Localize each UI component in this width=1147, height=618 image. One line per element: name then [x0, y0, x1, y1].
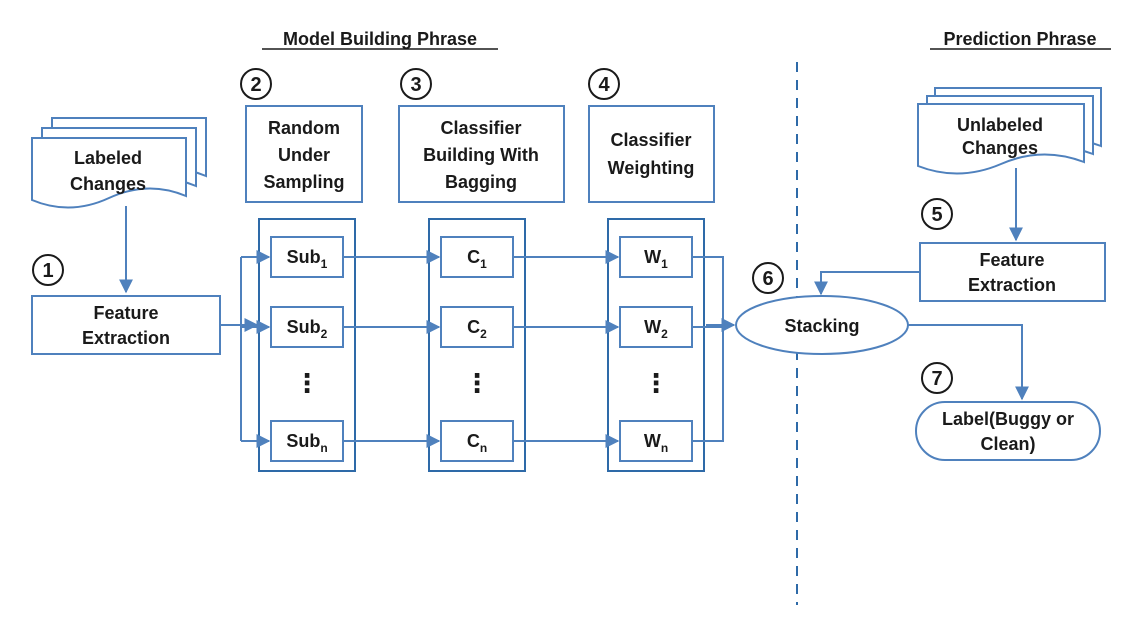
sub-box-2: Sub2 — [270, 306, 344, 348]
step-6-number: 6 — [762, 268, 773, 290]
sub-2-subscript: 2 — [321, 327, 328, 341]
w-n-base: W — [644, 431, 661, 451]
svg-text:Cn: Cn — [467, 431, 487, 455]
cw-line1: Classifier — [610, 130, 691, 150]
rus-line1: Random — [268, 118, 340, 138]
edge-merge-trunk — [692, 256, 724, 442]
step-5-marker: 5 — [921, 198, 953, 230]
step-1-number: 1 — [42, 260, 53, 282]
c-n-base: C — [467, 431, 480, 451]
rus-line2: Under — [278, 145, 330, 165]
output-label-line1: Label(Buggy or — [942, 409, 1074, 429]
fe-left-line1: Feature — [93, 303, 158, 323]
sub-2-base: Sub — [287, 317, 321, 337]
sub-1-subscript: 1 — [321, 257, 328, 271]
sub-n-base: Sub — [286, 431, 320, 451]
unlabeled-changes-docs: Unlabeled Changes — [917, 87, 1102, 175]
sub-n-subscript: n — [320, 441, 327, 455]
c-n-subscript: n — [480, 441, 487, 455]
weight-box-n: Wn — [619, 420, 693, 462]
w-1-base: W — [644, 247, 661, 267]
step-2-marker: 2 — [240, 68, 272, 100]
step-6-marker: 6 — [752, 262, 784, 294]
edge-fe-to-stacking — [814, 271, 920, 296]
svg-text:Wn: Wn — [644, 431, 668, 455]
step-4-number: 4 — [598, 74, 610, 96]
svg-text:W1: W1 — [644, 247, 668, 271]
prediction-header: Prediction Phrase — [943, 29, 1096, 49]
labeled-changes-line1: Labeled — [74, 148, 142, 168]
svg-text:Sub2: Sub2 — [287, 317, 328, 341]
step-7-marker: 7 — [921, 362, 953, 394]
output-label-node: Label(Buggy or Clean) — [915, 401, 1101, 461]
w-n-subscript: n — [661, 441, 668, 455]
w-2-subscript: 2 — [661, 327, 668, 341]
fe-left-line2: Extraction — [82, 328, 170, 348]
svg-text:C2: C2 — [467, 317, 487, 341]
weight-ellipsis: ⋮ — [643, 368, 669, 398]
sub-box-1: Sub1 — [270, 236, 344, 278]
svg-text:C1: C1 — [467, 247, 487, 271]
cw-line2: Weighting — [608, 158, 695, 178]
sub-group — [258, 218, 356, 472]
cb-line3: Bagging — [445, 172, 517, 192]
sub-ellipsis: ⋮ — [294, 368, 320, 398]
c-2-subscript: 2 — [480, 327, 487, 341]
c-1-subscript: 1 — [480, 257, 487, 271]
c-1-base: C — [467, 247, 480, 267]
unlabeled-changes-line1: Unlabeled — [957, 115, 1043, 135]
svg-text:Sub1: Sub1 — [287, 247, 328, 271]
unlabeled-changes-line2: Changes — [962, 138, 1038, 158]
fe-right-line2: Extraction — [968, 275, 1056, 295]
sub-box-n: Subn — [270, 420, 344, 462]
step-5-number: 5 — [931, 204, 942, 226]
classifier-group — [428, 218, 526, 472]
feature-extraction-left-box: Feature Extraction — [31, 295, 221, 355]
edge-stacking-to-label — [908, 324, 1029, 401]
classifier-building-box: Classifier Building With Bagging — [398, 105, 565, 203]
weight-box-2: W2 — [619, 306, 693, 348]
labeled-changes-line2: Changes — [70, 174, 146, 194]
classifier-box-n: Cn — [440, 420, 514, 462]
stacking-label: Stacking — [784, 316, 859, 336]
random-under-sampling-box: Random Under Sampling — [245, 105, 363, 203]
svg-text:W2: W2 — [644, 317, 668, 341]
step-7-number: 7 — [931, 368, 942, 390]
stacking-node: Stacking — [735, 295, 909, 355]
w-1-subscript: 1 — [661, 257, 668, 271]
labeled-changes-docs: Labeled Changes — [31, 117, 207, 209]
svg-text:Subn: Subn — [286, 431, 327, 455]
model-building-header: Model Building Phrase — [283, 29, 477, 49]
sub-1-base: Sub — [287, 247, 321, 267]
weight-group — [607, 218, 705, 472]
w-2-base: W — [644, 317, 661, 337]
rus-line3: Sampling — [263, 172, 344, 192]
classifier-box-2: C2 — [440, 306, 514, 348]
weight-box-1: W1 — [619, 236, 693, 278]
step-1-marker: 1 — [32, 254, 64, 286]
step-2-number: 2 — [250, 74, 261, 96]
classifier-weighting-box: Classifier Weighting — [588, 105, 715, 203]
classifier-box-1: C1 — [440, 236, 514, 278]
output-label-line2: Clean) — [980, 434, 1035, 454]
feature-extraction-right-box: Feature Extraction — [919, 242, 1106, 302]
step-4-marker: 4 — [588, 68, 620, 100]
classifier-ellipsis: ⋮ — [464, 368, 490, 398]
cb-line2: Building With — [423, 145, 539, 165]
c-2-base: C — [467, 317, 480, 337]
cb-line1: Classifier — [440, 118, 521, 138]
fe-right-line1: Feature — [979, 250, 1044, 270]
step-3-number: 3 — [410, 74, 421, 96]
step-3-marker: 3 — [400, 68, 432, 100]
